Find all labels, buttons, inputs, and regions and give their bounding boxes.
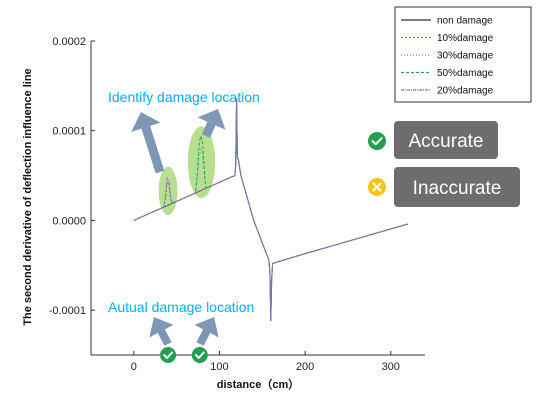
annotation-arrows: [131, 109, 226, 346]
inaccurate-indicator: Inaccurate: [368, 167, 520, 207]
annotation-arrow: [197, 109, 226, 138]
inaccurate-badge: [394, 167, 520, 207]
inaccurate-badge-text: Inaccurate: [413, 178, 502, 199]
x-ticks: 0 100 200 300: [131, 351, 400, 373]
accurate-check-icon: [368, 132, 386, 150]
actual-damage-marks: [160, 347, 208, 363]
series-line: [133, 98, 409, 321]
series-line: [133, 98, 409, 321]
legend-box: [394, 6, 532, 103]
annotation-arrow: [149, 317, 174, 346]
actual-damage-label: Autual damage location: [108, 299, 254, 315]
y-tick-label: 0.0000: [52, 215, 86, 227]
x-tick-label: 200: [296, 361, 314, 373]
y-ticks: -0.0001 0.0000 0.0001 0.0002: [49, 36, 95, 317]
legend-label: 30%damage: [437, 51, 494, 62]
y-tick-label: -0.0001: [49, 305, 86, 317]
y-axis-title: The second derivative of deflection infl…: [22, 68, 34, 325]
y-tick-label: 0.0002: [52, 36, 86, 48]
annotation-arrow: [131, 112, 165, 174]
check-icon: [160, 347, 177, 363]
identify-damage-label: Identify damage location: [108, 89, 260, 105]
check-icon: [191, 347, 208, 363]
x-axis-title: distance（cm）: [217, 378, 300, 391]
x-tick-label: 300: [382, 361, 400, 373]
accurate-check-mark: [371, 137, 383, 146]
axes: [90, 41, 425, 356]
series-line: [133, 98, 409, 321]
x-tick-label: 0: [131, 361, 137, 373]
legend-label: 10%damage: [437, 33, 494, 44]
accurate-badge-text: Accurate: [409, 131, 484, 152]
accurate-indicator: Accurate: [368, 121, 498, 159]
y-tick-label: 0.0001: [52, 126, 86, 138]
series-line: [133, 98, 409, 321]
x-tick-label: 100: [210, 361, 228, 373]
legend-label: 20%damage: [437, 86, 494, 97]
accurate-badge: [394, 121, 498, 159]
legend-label: non damage: [437, 16, 493, 27]
legend: non damage 10%damage 30%damage 50%damage 20%…: [394, 6, 532, 103]
series-lines: [133, 98, 409, 321]
check-mark: [163, 351, 174, 359]
damage-highlights: [158, 126, 216, 216]
inaccurate-cross-mark: [372, 182, 382, 192]
legend-label: 50%damage: [437, 68, 494, 79]
damage-highlight-ellipse: [187, 126, 216, 198]
check-mark: [194, 351, 205, 359]
series-line: [133, 98, 409, 321]
annotation-arrow: [194, 317, 219, 346]
